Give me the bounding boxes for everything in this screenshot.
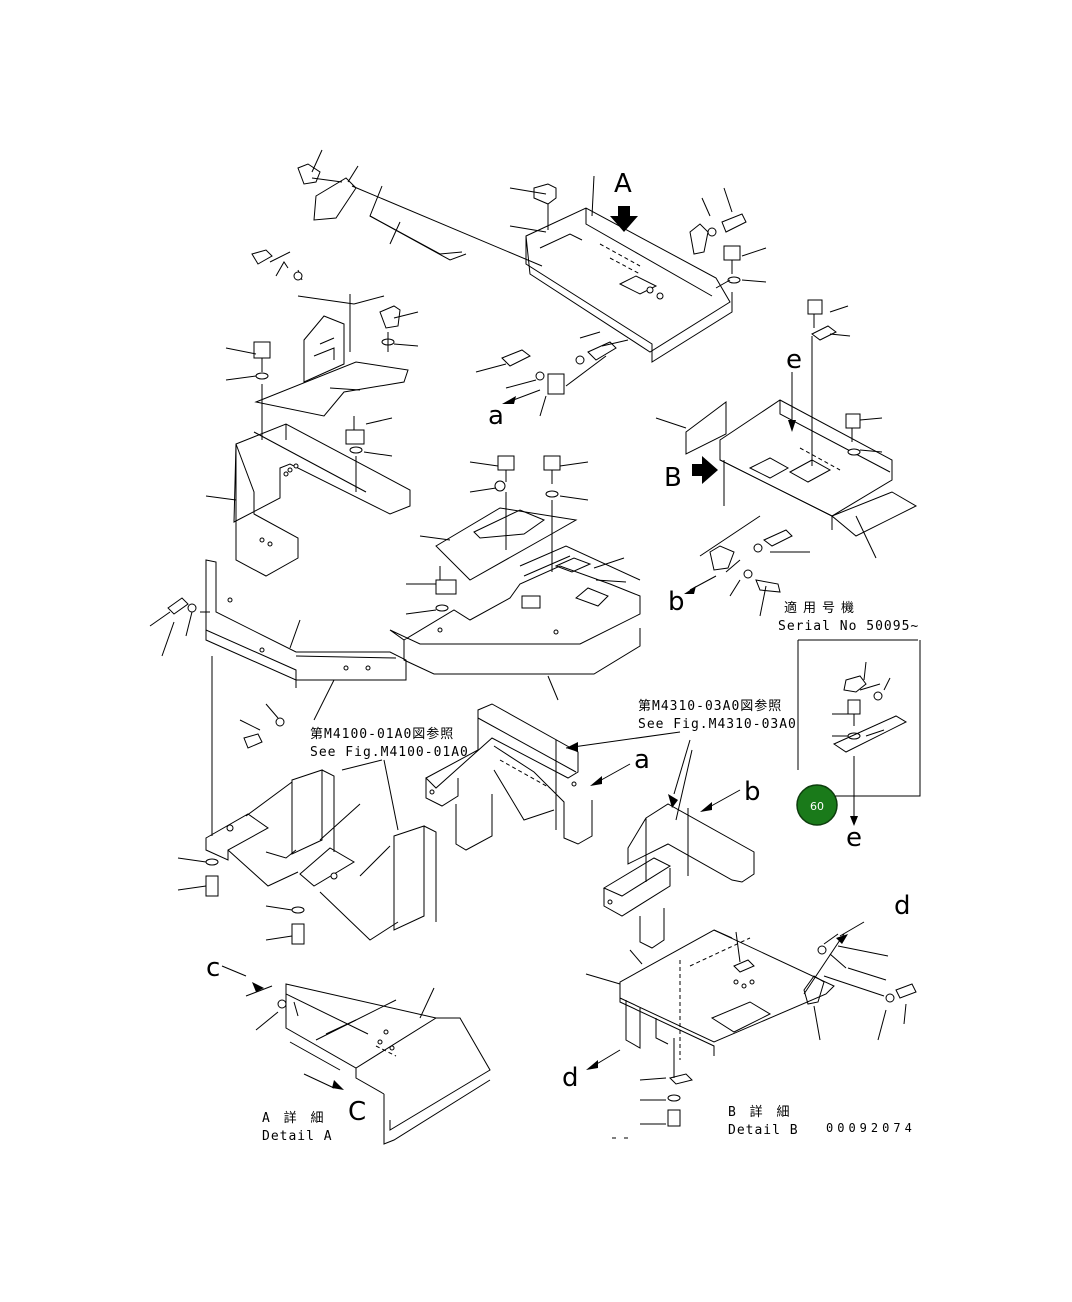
label-d-top: d: [894, 891, 911, 921]
label-B: B: [664, 463, 682, 493]
serial-jp: 適用号機: [784, 600, 860, 616]
callout-number[interactable]: 60: [810, 800, 824, 813]
serial-bracket-box: [797, 639, 921, 826]
label-d-bottom: d: [562, 1063, 579, 1093]
center-plate: [419, 455, 589, 581]
right-panel: [655, 299, 918, 559]
label-e-bottom: e: [846, 823, 862, 853]
drawing-number: 00092074: [826, 1121, 916, 1135]
label-C-bottom: C: [348, 1097, 366, 1127]
arrow-a-indicator: [610, 206, 638, 232]
detail-b-drawing: [585, 921, 917, 1139]
right-small-bracket: [684, 515, 810, 617]
callout-60[interactable]: 60: [796, 784, 838, 826]
ref-m4310-jp: 第M4310-03A0図参照: [638, 698, 782, 714]
detail-a-drawing: [221, 965, 491, 1145]
label-b-mid: b: [668, 587, 685, 617]
ref-m4310-en: See Fig.M4310-03A0: [638, 717, 797, 732]
label-a-mid: a: [634, 745, 650, 775]
label-b-low: b: [744, 777, 761, 807]
center-small-bracket: [475, 331, 629, 417]
detail-a-jp: A 詳 細: [262, 1110, 326, 1126]
label-A: A: [614, 169, 632, 199]
center-stand: [425, 703, 681, 851]
mid-left-bracket: [225, 249, 419, 440]
ref-m4100-en: See Fig.M4100-01A0: [310, 745, 469, 760]
detail-b-jp: B 詳 細: [728, 1104, 792, 1120]
label-c-top: c: [206, 953, 220, 983]
top-right-bolts: [689, 187, 767, 289]
serial-en: Serial No 50095~: [778, 619, 919, 634]
top-center-panel: [509, 175, 733, 363]
detail-b-en: Detail B: [728, 1123, 799, 1138]
left-supports: [177, 703, 437, 945]
callout-circle[interactable]: [796, 784, 838, 826]
ref-m4100-jp: 第M4100-01A0図参照: [310, 726, 454, 742]
arrow-b-indicator: [692, 456, 718, 484]
detail-a-en: Detail A: [262, 1129, 333, 1144]
right-stand: [602, 739, 755, 949]
left-main-frame: [205, 416, 411, 577]
label-e-top: e: [786, 345, 802, 375]
base-frame: [149, 545, 641, 816]
top-left-plate-group: [297, 149, 543, 267]
label-a-top: a: [488, 401, 504, 431]
